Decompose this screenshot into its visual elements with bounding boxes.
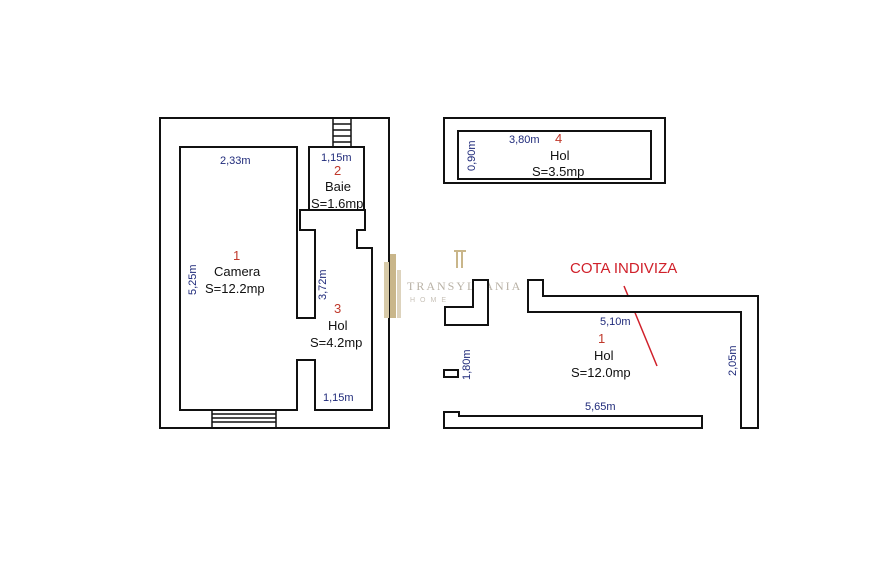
bottom-wall [443,411,703,429]
main-hall-wall [527,279,759,429]
hol4-width-dim: 0,90m [466,140,478,171]
cota-label: COTA INDIVIZA [570,260,677,277]
hall-left-dim: 1,80m [461,349,473,380]
hall-top-dim: 5,10m [600,316,631,328]
logo-buildings-icon [384,254,401,318]
hall-right-dim: 2,05m [727,345,739,376]
room3-height-dim: 3,72m [317,269,329,300]
hall-number: 1 [598,331,605,346]
room1-name: Camera [214,264,261,279]
room1-top-dim: 2,33m [220,155,251,167]
room2-area: S=1.6mp [311,196,363,211]
logo-sub-text: HOME [410,297,451,304]
hol4-length-dim: 3,80m [509,134,540,146]
room3-number: 3 [334,301,341,316]
logo-brand-text: TRANSYLVANIA [407,279,522,293]
room3-bottom-dim: 1,15m [323,392,354,404]
left-wall-stub [444,279,489,326]
room3-area: S=4.2mp [310,335,362,350]
hol4-area: S=3.5mp [532,164,584,179]
bottom-right-unit: COTA INDIVIZA 5,10m 1 Hol S=12.0mp 1,80m… [443,260,759,429]
bottom-stairs [211,409,277,429]
top-stairs [332,117,352,148]
hol4-inner-wall [457,130,652,180]
room3-name: Hol [328,318,348,333]
room2-number: 2 [334,163,341,178]
baie-room-outline [308,146,365,211]
room1-number: 1 [233,248,240,263]
watermark-logo: TRANSYLVANIA HOME [384,250,522,318]
hall-area: S=12.0mp [571,365,631,380]
top-right-unit: 3,80m 4 0,90m Hol S=3.5mp [443,117,666,184]
room1-area: S=12.2mp [205,281,265,296]
hol4-name: Hol [550,148,570,163]
logo-monogram-icon [454,250,466,268]
left-unit: 1 Camera S=12.2mp 2,33m 5,25m 1,15m 2 Ba… [159,117,390,429]
hall-bottom-dim: 5,65m [585,401,616,413]
camera-room-outline [179,146,373,411]
hol4-number: 4 [555,131,562,146]
room2-name: Baie [325,179,351,194]
small-wall-block [443,369,459,378]
room2-top-dim: 1,15m [321,152,352,164]
room1-height-dim: 5,25m [187,264,199,295]
hall-name: Hol [594,348,614,363]
